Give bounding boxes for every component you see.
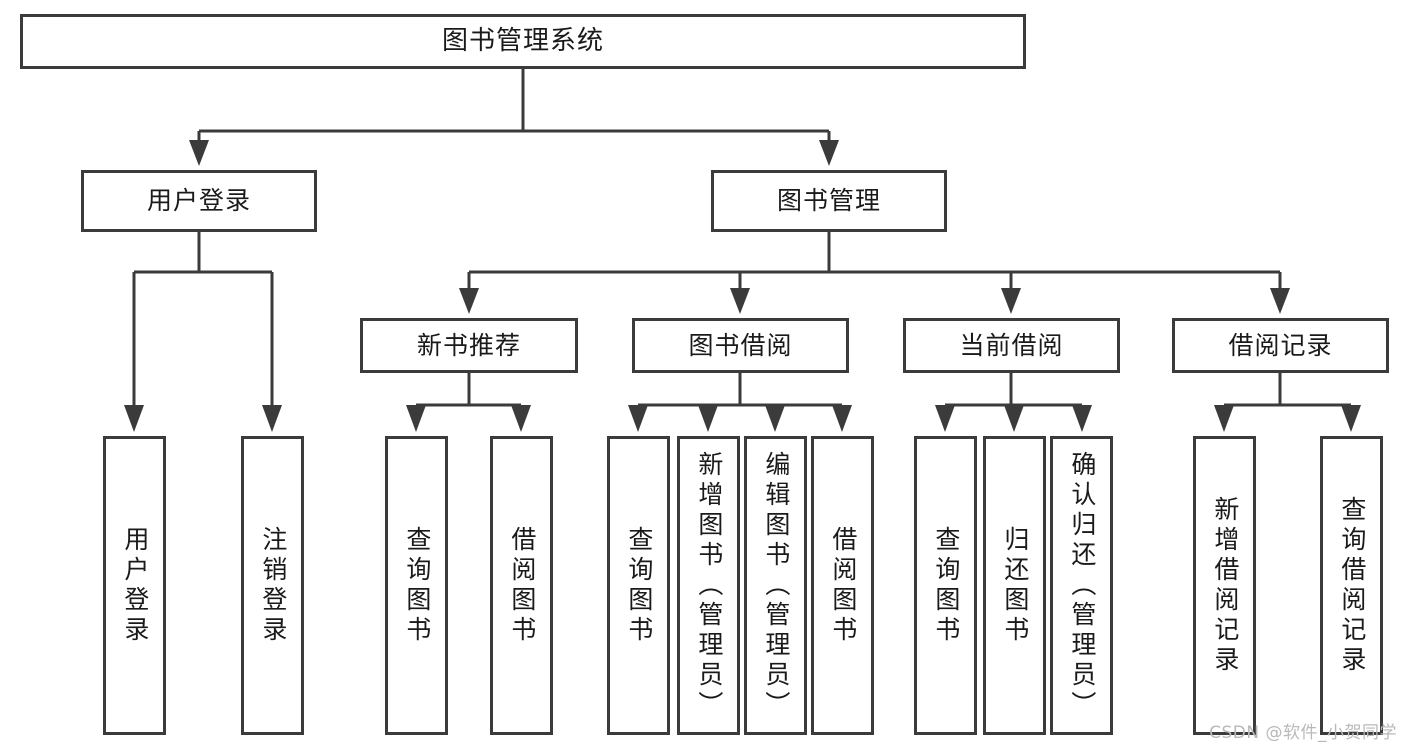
node-book-borrowing[interactable]: 图书借阅: [632, 318, 849, 373]
node-label: 确认归还（管理员）: [1067, 450, 1097, 721]
node-leaf-user-login[interactable]: 用户登录: [103, 436, 166, 735]
node-leaf-add-borrow-record[interactable]: 新增借阅记录: [1193, 436, 1256, 735]
node-label: 归还图书: [1000, 525, 1030, 646]
node-label: 编辑图书（管理员）: [761, 450, 791, 721]
node-label: 借阅记录: [1228, 330, 1333, 360]
arrow-head-borrow-record: [1270, 288, 1290, 314]
node-book-management[interactable]: 图书管理: [711, 170, 947, 232]
arrow-head-book-mgmt: [819, 140, 839, 166]
arrow-head-bb-leaf-2: [698, 405, 718, 432]
node-label: 查询图书: [624, 525, 654, 646]
node-label: 借阅图书: [828, 525, 858, 646]
node-leaf-add-book-admin[interactable]: 新增图书（管理员）: [677, 436, 740, 735]
node-leaf-query-book-new[interactable]: 查询图书: [385, 436, 448, 735]
node-root-book-management-system[interactable]: 图书管理系统: [20, 14, 1026, 69]
arrow-head-user-login: [189, 140, 209, 166]
node-leaf-confirm-return-admin[interactable]: 确认归还（管理员）: [1050, 436, 1113, 735]
node-leaf-borrow-book-new[interactable]: 借阅图书: [490, 436, 553, 735]
node-leaf-query-book-borrow[interactable]: 查询图书: [607, 436, 670, 735]
arrow-head-leaf-user-login: [124, 405, 144, 432]
node-label: 查询图书: [402, 525, 432, 646]
node-label: 新增借阅记录: [1210, 495, 1240, 676]
arrow-head-nb-leaf-1: [406, 405, 426, 432]
node-leaf-borrow-book[interactable]: 借阅图书: [811, 436, 874, 735]
arrow-head-current-borrow: [1001, 288, 1021, 314]
node-label: 当前借阅: [959, 330, 1064, 360]
arrow-head-bb-leaf-1: [628, 405, 648, 432]
node-label: 查询图书: [931, 525, 961, 646]
node-leaf-edit-book-admin[interactable]: 编辑图书（管理员）: [744, 436, 807, 735]
arrow-head-cb-leaf-2: [1004, 405, 1024, 432]
arrow-head-cb-leaf-1: [935, 405, 955, 432]
watermark: CSDN @软件_小贺同学: [1209, 723, 1397, 743]
arrow-head-br-leaf-2: [1341, 405, 1361, 432]
arrow-head-borrow-book: [730, 288, 750, 314]
node-leaf-query-book-current[interactable]: 查询图书: [914, 436, 977, 735]
arrow-head-bb-leaf-4: [832, 405, 852, 432]
node-label: 图书管理: [776, 186, 881, 216]
arrow-head-new-book: [459, 288, 479, 314]
node-leaf-logout[interactable]: 注销登录: [241, 436, 304, 735]
arrow-head-leaf-logout: [262, 405, 282, 432]
node-user-login[interactable]: 用户登录: [81, 170, 317, 232]
node-label: 借阅图书: [507, 525, 537, 646]
node-label: 注销登录: [258, 525, 288, 646]
node-new-book-recommendation[interactable]: 新书推荐: [360, 318, 578, 373]
node-borrowing-record[interactable]: 借阅记录: [1172, 318, 1389, 373]
arrow-head-bb-leaf-3: [765, 405, 785, 432]
node-label: 查询借阅记录: [1337, 495, 1367, 676]
node-current-borrowing[interactable]: 当前借阅: [903, 318, 1120, 373]
node-label: 新书推荐: [416, 330, 521, 360]
node-leaf-return-book[interactable]: 归还图书: [983, 436, 1046, 735]
node-label: 图书借阅: [688, 330, 793, 360]
arrow-head-cb-leaf-3: [1072, 405, 1092, 432]
arrow-head-nb-leaf-2: [511, 405, 531, 432]
node-label: 用户登录: [120, 525, 150, 646]
node-label: 图书管理系统: [441, 26, 604, 57]
arrow-head-br-leaf-1: [1214, 405, 1234, 432]
node-leaf-query-borrow-record[interactable]: 查询借阅记录: [1320, 436, 1383, 735]
node-label: 用户登录: [146, 186, 251, 216]
node-label: 新增图书（管理员）: [694, 450, 724, 721]
